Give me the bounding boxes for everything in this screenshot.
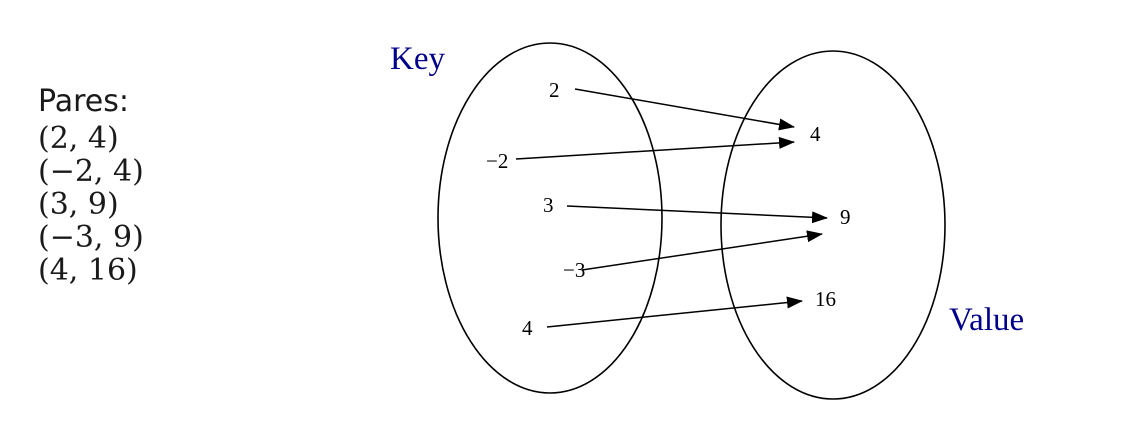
key-set-label: Key xyxy=(390,41,445,77)
mapping-arrow xyxy=(574,88,795,131)
key-element: 2 xyxy=(549,78,560,102)
key-element: −2 xyxy=(486,149,508,173)
key-element: 3 xyxy=(543,193,554,217)
key-set-ellipse xyxy=(437,42,663,394)
value-set-ellipse xyxy=(720,50,946,400)
mapping-arrow xyxy=(515,136,795,160)
value-set-label: Value xyxy=(949,302,1024,338)
mapping-arrow xyxy=(546,296,803,328)
key-element: 4 xyxy=(522,316,533,340)
pair-item: (4, 16) xyxy=(38,253,138,288)
pair-item: (3, 9) xyxy=(38,187,119,222)
pair-item: (2, 4) xyxy=(38,121,119,156)
pairs-panel: Pares: (2, 4) (−2, 4) (3, 9) (−3, 9) (4,… xyxy=(38,84,238,287)
value-element: 4 xyxy=(810,122,821,146)
pairs-title: Pares: xyxy=(38,84,129,119)
mapping-arrow xyxy=(581,230,823,271)
value-element: 16 xyxy=(815,287,836,311)
pair-item: (−3, 9) xyxy=(38,220,144,255)
key-element: −3 xyxy=(563,258,585,282)
value-element: 9 xyxy=(840,205,851,229)
pair-item: (−2, 4) xyxy=(38,154,144,189)
mapping-arrow xyxy=(566,205,828,224)
